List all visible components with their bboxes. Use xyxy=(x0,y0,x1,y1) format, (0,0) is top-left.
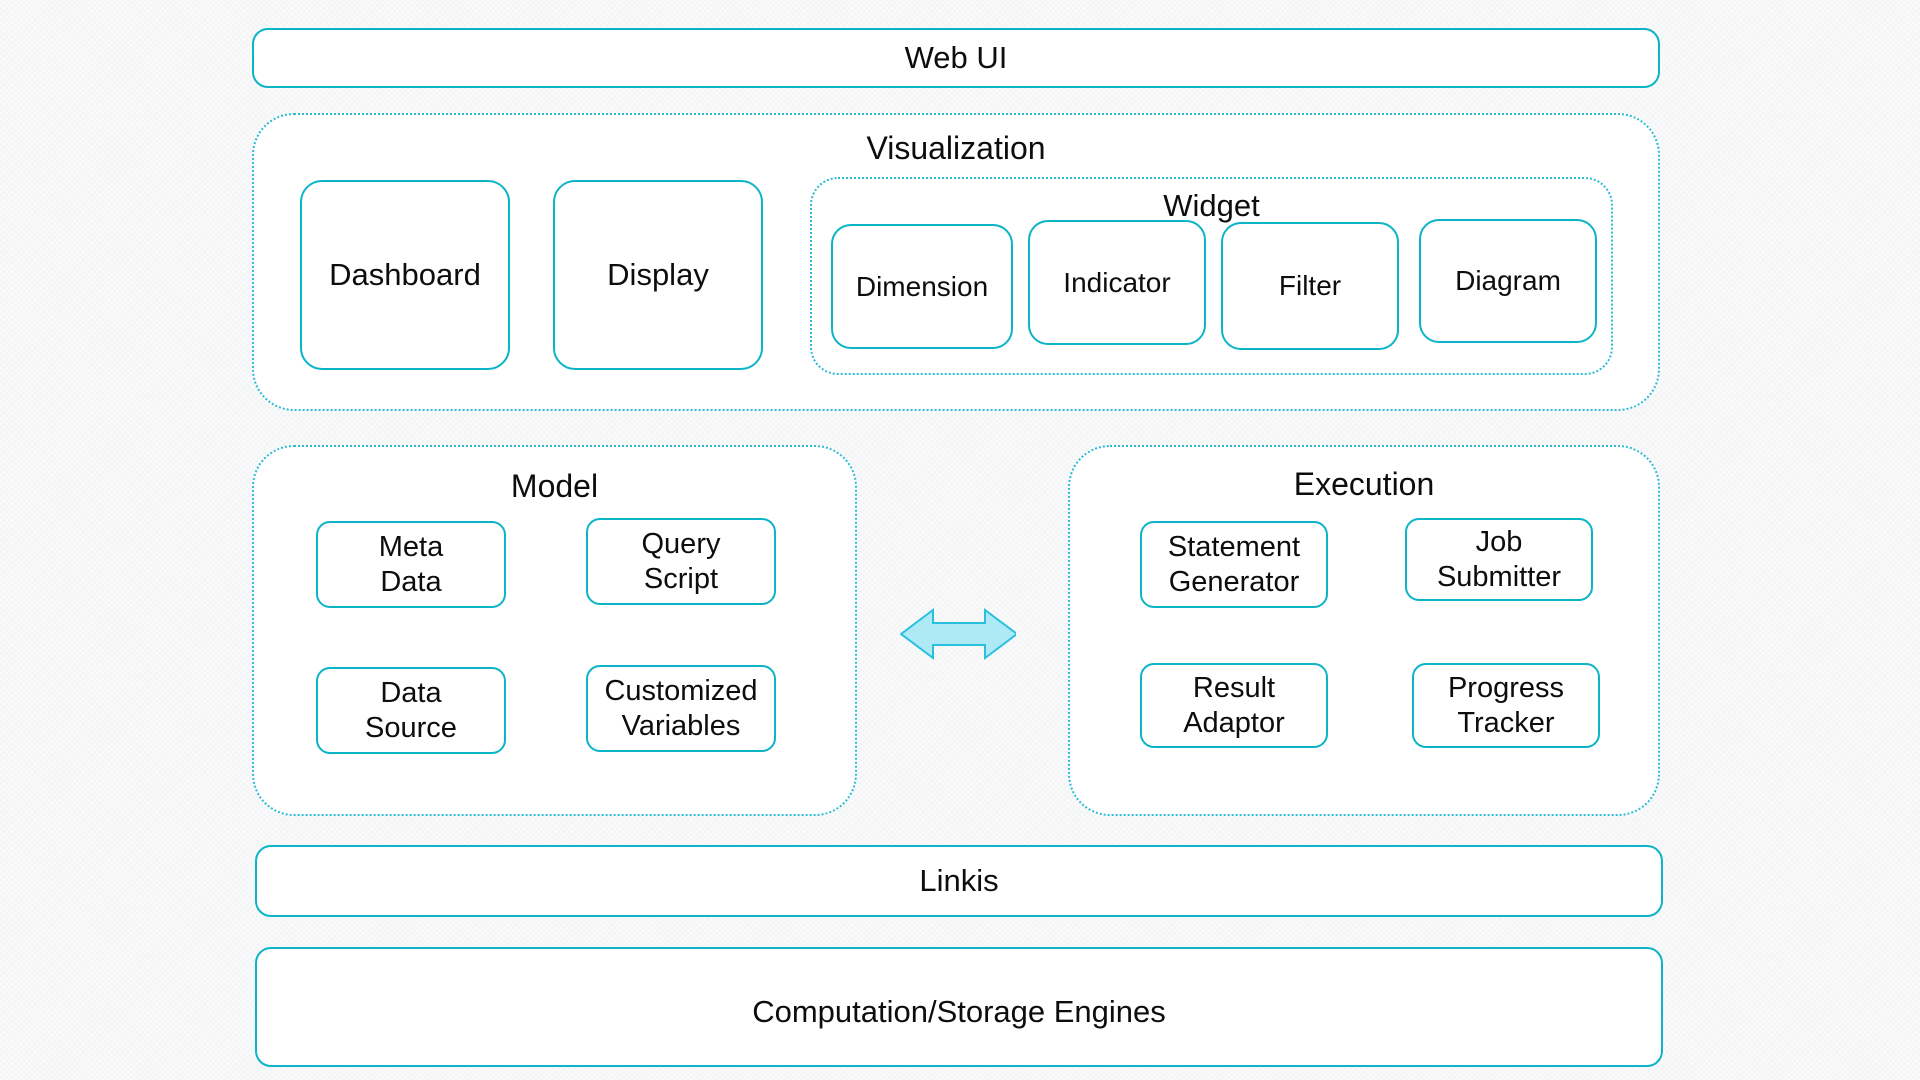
bidirectional-arrow-icon xyxy=(899,605,1019,663)
execution-progress-tracker[interactable]: Progress Tracker xyxy=(1412,663,1600,748)
web-ui-label: Web UI xyxy=(904,40,1008,76)
model-data-source-label: Data Source xyxy=(365,676,457,744)
model-meta-data[interactable]: Meta Data xyxy=(316,521,506,608)
engines-label: Computation/Storage Engines xyxy=(752,994,1166,1029)
layer-execution: Execution xyxy=(1068,445,1660,816)
widget-diagram-label: Diagram xyxy=(1455,265,1561,297)
layer-linkis: Linkis xyxy=(255,845,1663,917)
model-customized-variables[interactable]: Customized Variables xyxy=(586,665,776,752)
execution-title: Execution xyxy=(1293,466,1435,502)
layer-model: Model xyxy=(252,445,857,816)
widget-indicator[interactable]: Indicator xyxy=(1028,220,1206,345)
widget-title: Widget xyxy=(1163,188,1260,223)
model-customized-variables-label: Customized Variables xyxy=(604,674,758,742)
widget-filter-label: Filter xyxy=(1278,270,1342,302)
execution-result-adaptor[interactable]: Result Adaptor xyxy=(1140,663,1328,748)
tile-display-label: Display xyxy=(607,257,709,293)
widget-indicator-label: Indicator xyxy=(1063,266,1171,298)
execution-job-submitter[interactable]: Job Submitter xyxy=(1405,518,1593,601)
execution-statement-generator[interactable]: Statement Generator xyxy=(1140,521,1328,608)
layer-engines: Computation/Storage Engines xyxy=(255,947,1663,1067)
model-query-script[interactable]: Query Script xyxy=(586,518,776,605)
model-query-script-label: Query Script xyxy=(641,527,721,595)
execution-statement-generator-label: Statement Generator xyxy=(1167,530,1301,598)
visualization-title: Visualization xyxy=(866,130,1046,166)
widget-diagram[interactable]: Diagram xyxy=(1419,219,1597,343)
tile-dashboard[interactable]: Dashboard xyxy=(300,180,510,370)
tile-dashboard-label: Dashboard xyxy=(329,257,481,293)
model-meta-data-label: Meta Data xyxy=(378,530,444,598)
execution-job-submitter-label: Job Submitter xyxy=(1436,525,1562,593)
layer-web-ui: Web UI xyxy=(252,28,1660,88)
widget-dimension-label: Dimension xyxy=(855,270,989,302)
linkis-label: Linkis xyxy=(919,863,999,899)
widget-dimension[interactable]: Dimension xyxy=(831,224,1013,349)
model-title: Model xyxy=(510,468,599,504)
model-data-source[interactable]: Data Source xyxy=(316,667,506,754)
tile-display[interactable]: Display xyxy=(553,180,763,370)
execution-progress-tracker-label: Progress Tracker xyxy=(1447,671,1565,739)
widget-filter[interactable]: Filter xyxy=(1221,222,1399,350)
execution-result-adaptor-label: Result Adaptor xyxy=(1183,671,1285,739)
